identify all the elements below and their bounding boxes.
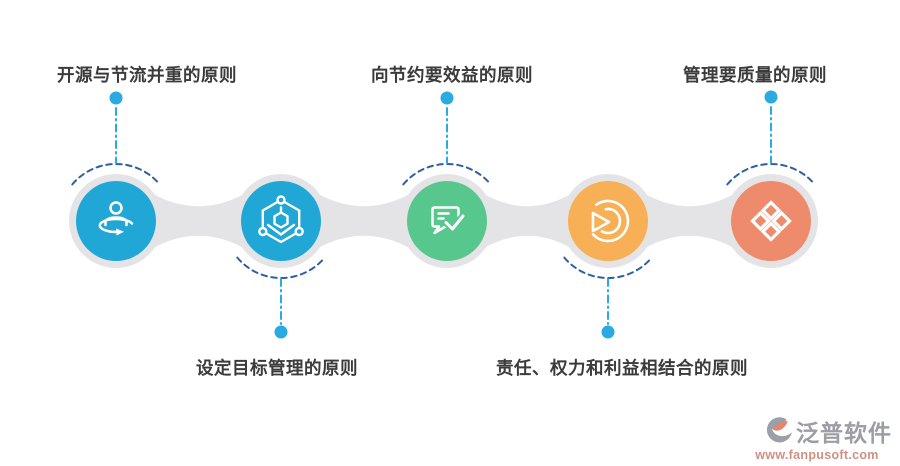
principle-label-3: 向节约要效益的原则 [371, 65, 533, 85]
leader-dot [764, 90, 778, 104]
leader-dot [274, 325, 288, 339]
watermark: 泛普软件 www.fanpusoft.com [742, 414, 892, 462]
chat-check-icon [431, 206, 467, 235]
chain-connector [301, 183, 427, 259]
node-circle-5 [731, 181, 811, 261]
leader-lines [115, 106, 772, 325]
leader-dot [440, 91, 454, 105]
person-rotate-icon [98, 201, 134, 236]
principle-label-1: 开源与节流并重的原则 [57, 65, 237, 85]
principle-label-2: 设定目标管理的原则 [196, 358, 358, 378]
principle-label-4: 责任、权力和利益相结合的原则 [496, 358, 748, 378]
pie-arcs-icon [591, 199, 630, 243]
chain-connector [467, 183, 588, 259]
principle-label-5: 管理要质量的原则 [683, 65, 827, 85]
node-circle-1 [76, 181, 156, 261]
chain-connector [136, 183, 261, 259]
chain-connector [628, 183, 751, 259]
fanpu-logo-icon [766, 417, 792, 443]
four-diamonds-icon [750, 200, 792, 242]
leader-dot [601, 325, 615, 339]
hexagon-network-icon [258, 195, 304, 244]
watermark-brand: 泛普软件 [796, 420, 892, 446]
leader-dots [109, 90, 778, 339]
watermark-url: www.fanpusoft.com [755, 448, 879, 462]
node-circle-2 [241, 181, 321, 261]
leader-dot [109, 91, 123, 105]
